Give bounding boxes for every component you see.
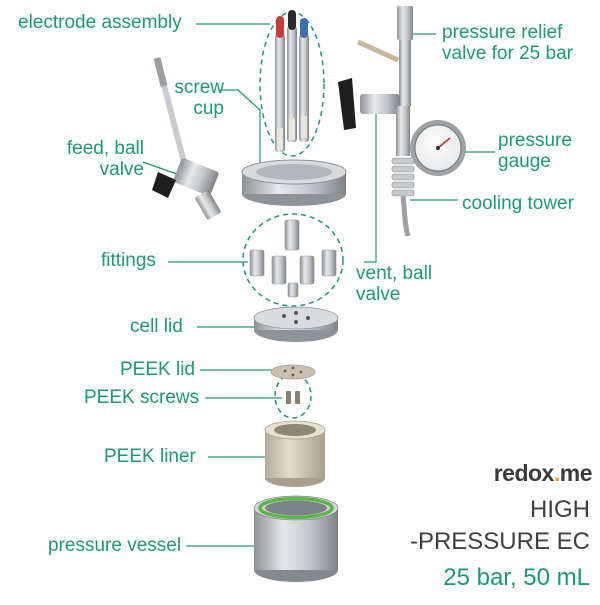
label-fittings: fittings <box>101 250 156 271</box>
cell-lid-part <box>253 306 339 342</box>
label-pressure-vessel: pressure vessel <box>48 535 182 556</box>
label-relief-valve-line1: pressure relief <box>442 22 563 43</box>
screws-group-outline <box>274 373 312 419</box>
peek-screws-part <box>286 391 300 404</box>
leader-vent-valve <box>364 111 377 263</box>
screw-cup-part <box>241 159 347 206</box>
label-electrode-assembly: electrode assembly <box>18 12 182 33</box>
peek-lid-part <box>270 364 316 380</box>
label-pressure-gauge-line1: pressure <box>498 130 572 151</box>
label-cell-lid: cell lid <box>130 316 183 337</box>
product-title-line2: -PRESSURE EC <box>409 528 590 555</box>
label-screw-cup-line1: screw <box>174 77 224 98</box>
fittings-group-outline <box>242 213 344 307</box>
leader-screw-cup <box>220 89 261 170</box>
label-vent-valve-line1: vent, ball <box>356 263 433 284</box>
fittings-part <box>249 219 337 298</box>
label-relief-valve-line2: valve for 25 bar <box>442 43 573 64</box>
electrode-assembly-part <box>275 10 309 152</box>
label-cooling-tower: cooling tower <box>462 193 574 214</box>
label-peek-lid: PEEK lid <box>120 359 195 380</box>
peek-liner-part <box>264 420 326 487</box>
label-feed-valve-line2: valve <box>99 159 144 180</box>
label-peek-screws: PEEK screws <box>84 387 200 408</box>
manifold-part <box>338 6 466 237</box>
feed-valve-part <box>152 57 221 220</box>
label-pressure-gauge-line2: gauge <box>498 151 551 172</box>
product-title-line1: HIGH <box>530 496 590 523</box>
label-screw-cup-line2: cup <box>193 98 224 119</box>
label-vent-valve-line2: valve <box>356 284 401 305</box>
brand-logo: redox.me <box>493 460 593 486</box>
label-peek-liner: PEEK liner <box>104 446 196 467</box>
label-feed-valve-line1: feed, ball <box>66 138 144 159</box>
pressure-vessel-part <box>253 495 339 582</box>
product-spec: 25 bar, 50 mL <box>443 564 590 591</box>
